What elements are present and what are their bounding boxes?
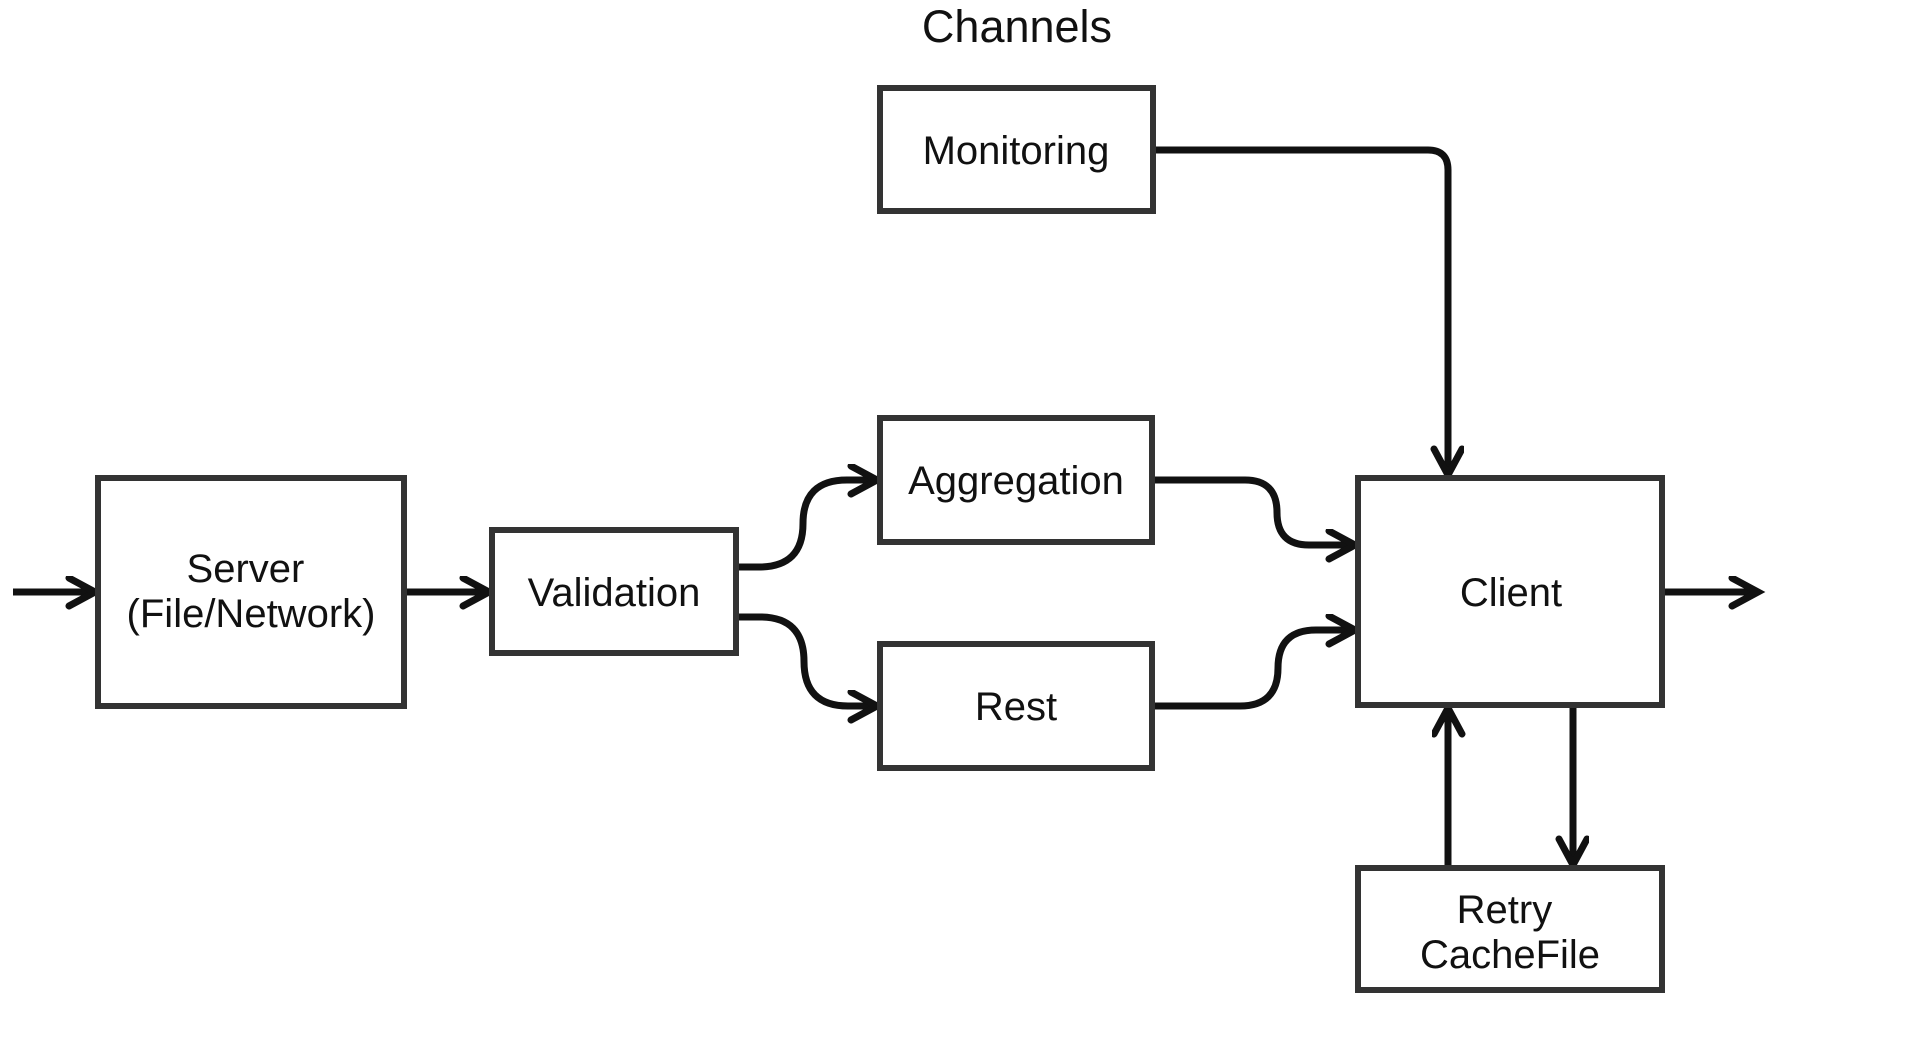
validation-label: Validation [528,571,701,615]
server-box [95,475,407,709]
retry-cachefile-box [1355,865,1665,993]
aggregation-label: Aggregation [908,459,1124,503]
aggregation-box [877,415,1155,545]
node-aggregation: Aggregation [877,415,1155,545]
server-label: Server (File/Network) [127,547,376,636]
arrow-validation-to-rest [736,613,877,706]
node-rest: Rest [877,641,1155,771]
arrow-validation-to-aggregation [736,480,877,571]
validation-box [489,527,739,656]
rest-box [877,641,1155,771]
rest-label: Rest [975,685,1057,729]
client-box [1355,475,1665,708]
arrow-aggregation-to-client [1152,476,1355,545]
client-label: Client [1460,571,1562,615]
arrow-rest-to-client [1152,630,1355,710]
diagram-title: Channels [922,1,1112,52]
node-validation: Validation [489,527,739,656]
node-server: Server (File/Network) [95,475,407,709]
node-retry-cachefile: Retry CacheFile [1355,865,1665,993]
retry-cachefile-label: Retry CacheFile [1420,888,1600,977]
monitoring-label: Monitoring [923,129,1110,173]
monitoring-box [877,85,1156,214]
arrow-monitoring-to-client [1153,146,1448,475]
node-client: Client [1355,475,1665,708]
node-monitoring: Monitoring [877,85,1156,214]
